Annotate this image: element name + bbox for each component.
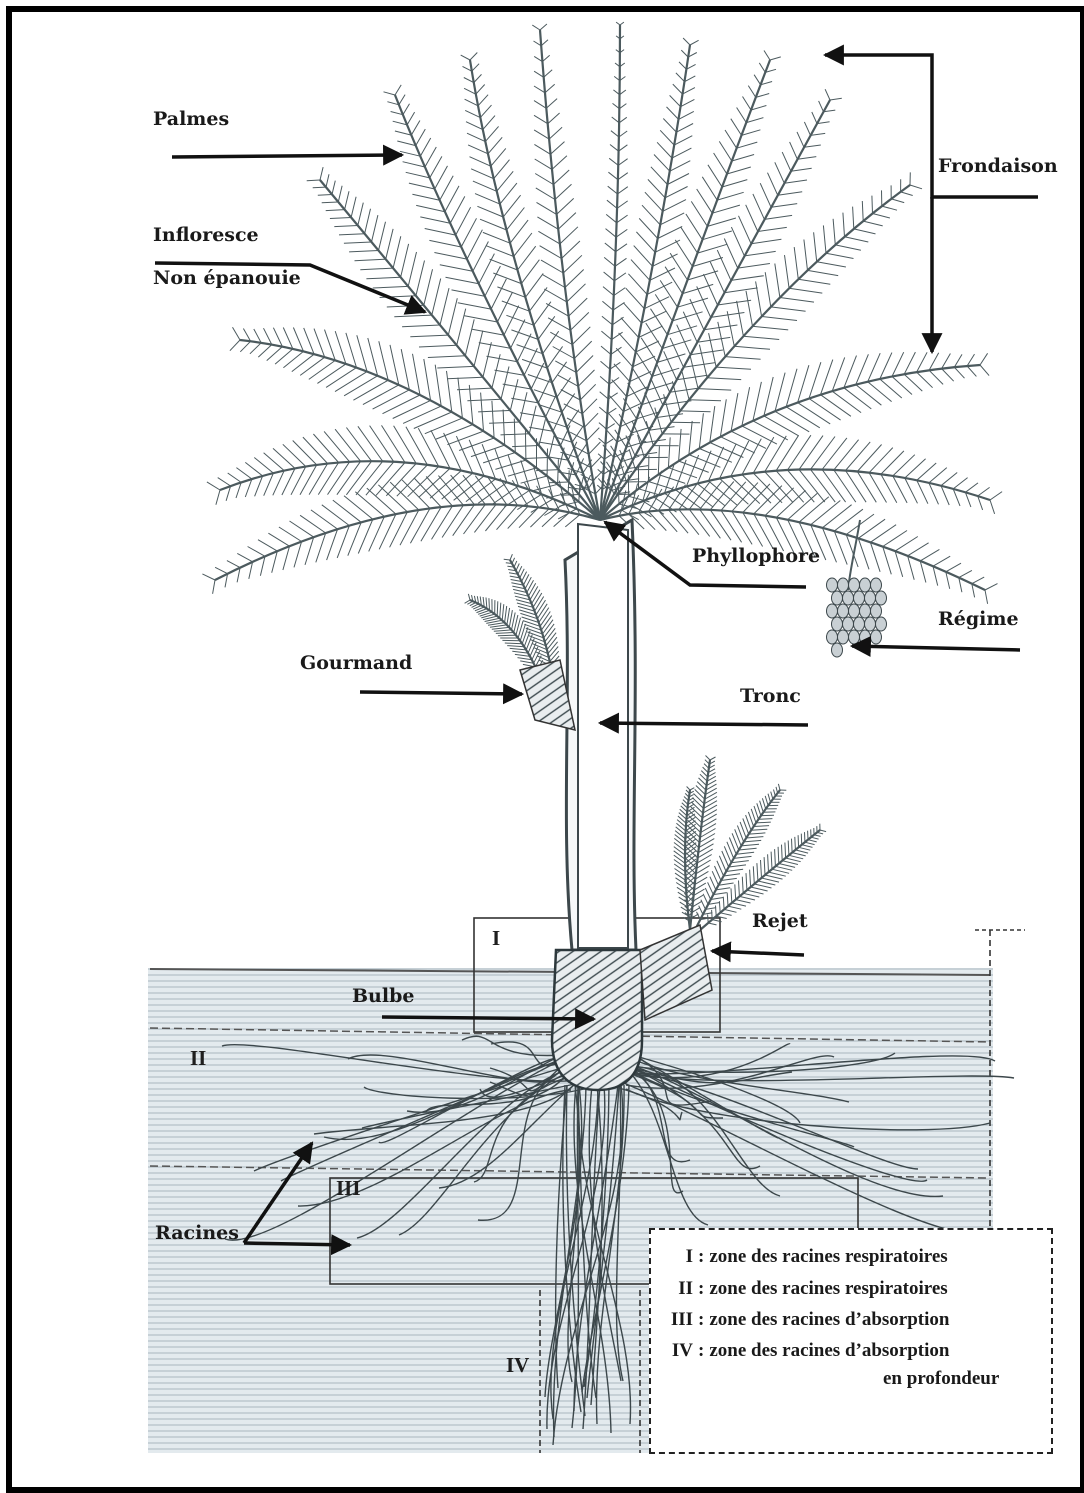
label-bulbe: Bulbe <box>352 985 414 1007</box>
legend-row-continued: en profondeur <box>883 1368 999 1390</box>
date-bunch <box>827 520 887 657</box>
zone-label-iii: III <box>336 1176 361 1201</box>
label-inflorescence: Infloresce <box>153 224 259 246</box>
legend-row: I:zone des racines respiratoires <box>651 1246 948 1268</box>
legend-text: en profondeur <box>883 1368 999 1389</box>
frond <box>597 22 628 520</box>
label-gourmand: Gourmand <box>300 652 412 674</box>
legend-num: III <box>651 1309 693 1331</box>
legend-sep: : <box>693 1246 709 1268</box>
legend-num: II <box>651 1278 693 1300</box>
legend-row: III:zone des racines d’absorption <box>651 1309 949 1331</box>
legend-num: I <box>651 1246 693 1268</box>
label-rejet: Rejet <box>752 910 808 932</box>
legend: I:zone des racines respiratoires II:zone… <box>649 1228 1053 1454</box>
legend-num: IV <box>651 1340 693 1362</box>
label-frondaison: Frondaison <box>938 155 1058 177</box>
legend-row: IV:zone des racines d’absorption <box>651 1340 949 1362</box>
label-non-epanouie: Non épanouie <box>153 267 301 289</box>
frond <box>598 38 698 520</box>
zone-label-iv: IV <box>506 1353 529 1378</box>
frond <box>532 24 604 520</box>
trunk <box>565 520 636 950</box>
label-tronc: Tronc <box>740 685 801 707</box>
label-racines: Racines <box>155 1222 239 1244</box>
legend-text: zone des racines respiratoires <box>709 1278 947 1299</box>
zone-label-i: I <box>492 926 500 951</box>
label-regime: Régime <box>938 608 1019 630</box>
frond <box>307 167 600 520</box>
frond <box>600 89 842 520</box>
legend-text: zone des racines d’absorption <box>709 1309 949 1330</box>
legend-sep: : <box>693 1278 709 1300</box>
legend-text: zone des racines respiratoires <box>709 1246 947 1267</box>
legend-sep: : <box>693 1340 709 1362</box>
frond <box>600 51 781 521</box>
legend-row: II:zone des racines respiratoires <box>651 1278 948 1300</box>
frond <box>202 475 600 594</box>
legend-sep: : <box>693 1309 709 1331</box>
frond <box>461 53 600 521</box>
label-palmes: Palmes <box>153 108 229 130</box>
zone-label-ii: II <box>190 1046 206 1071</box>
legend-text: zone des racines d’absorption <box>709 1340 949 1361</box>
label-phyllophore: Phyllophore <box>692 545 820 567</box>
